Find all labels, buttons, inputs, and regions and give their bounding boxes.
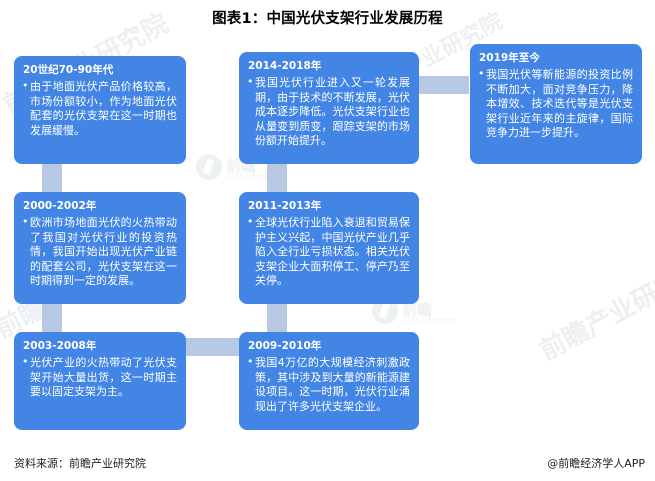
node-2014-2018[interactable]: 2014-2018年 我国光伏行业进入又一轮发展期，由于技术的不断发展，光伏成本…	[239, 52, 419, 164]
connector-v-2011-to-2014	[267, 163, 287, 193]
node-2003-2008[interactable]: 2003-2008年 光伏产业的火热带动了光伏支架开始大量出货，这一时期主要以固…	[14, 332, 186, 430]
connector-v-2000-to-2003	[42, 303, 62, 333]
connector-h-2014-to-2019	[407, 76, 469, 94]
watermark-institute-right: 前瞻产业研究院	[534, 254, 655, 367]
node-body-text: 由于地面光伏产品价格较高，市场份额较小，作为地面光伏配套的光伏支架在这一时期也发…	[22, 79, 177, 138]
node-period-label: 2014-2018年	[248, 60, 322, 72]
connector-v-2009-to-2011	[267, 303, 287, 333]
watermark-logo-center: 前瞻 中国产业咨询领导者	[196, 154, 280, 181]
page-title: 图表1：中国光伏支架行业发展历程	[212, 11, 443, 27]
attribution-label: @前瞻经济学人APP	[547, 457, 645, 470]
node-body-text: 欧洲市场地面光伏的火热带动了我国对光伏行业的投资热情，我国开始出现光伏产业链的配…	[22, 215, 177, 289]
source-label: 资料来源：前瞻产业研究院	[14, 457, 146, 470]
node-period-label: 20世纪70-90年代	[23, 64, 114, 76]
node-body-text: 我国光伏行业进入又一轮发展期，由于技术的不断发展，光伏成本逐步降低。光伏支架行业…	[247, 75, 410, 149]
connector-v-1970-to-2000	[42, 163, 62, 193]
node-2000-2002[interactable]: 2000-2002年 欧洲市场地面光伏的火热带动了我国对光伏行业的投资热情，我国…	[14, 192, 186, 304]
node-2011-2013[interactable]: 2011-2013年 全球光伏行业陷入衰退和贸易保护主义兴起，中国光伏产业几乎陷…	[239, 192, 419, 304]
connector-h-2003-to-2009	[178, 338, 240, 356]
node-period-label: 2003-2008年	[23, 340, 97, 352]
node-2019-now[interactable]: 2019年至今 我国光伏等新能源的投资比例不断加大，面对竞争压力，降本增效、技术…	[470, 44, 642, 164]
node-body-text: 光伏产业的火热带动了光伏支架开始大量出货，这一时期主要以固定支架为主。	[22, 355, 177, 400]
watermark-logo-mark	[196, 154, 222, 180]
node-period-label: 2000-2002年	[23, 200, 97, 212]
watermark-logo-subtext: 中国产业咨询领导者	[402, 318, 457, 325]
node-1970-1990[interactable]: 20世纪70-90年代 由于地面光伏产品价格较高，市场份额较小，作为地面光伏配套…	[14, 56, 186, 164]
node-body-text: 我国4万亿的大规模经济刺激政策，其中涉及到大量的新能源建设项目。这一时期，光伏行…	[247, 355, 410, 414]
node-body-text: 全球光伏行业陷入衰退和贸易保护主义兴起，中国光伏产业几乎陷入全行业亏损状态。相关…	[247, 215, 410, 289]
node-period-label: 2019年至今	[479, 52, 540, 64]
node-2009-2010[interactable]: 2009-2010年 我国4万亿的大规模经济刺激政策，其中涉及到大量的新能源建设…	[239, 332, 419, 430]
node-body-text: 我国光伏等新能源的投资比例不断加大，面对竞争压力，降本增效、技术迭代等是光伏支架…	[478, 67, 633, 141]
node-period-label: 2011-2013年	[248, 200, 322, 212]
node-period-label: 2009-2010年	[248, 340, 322, 352]
